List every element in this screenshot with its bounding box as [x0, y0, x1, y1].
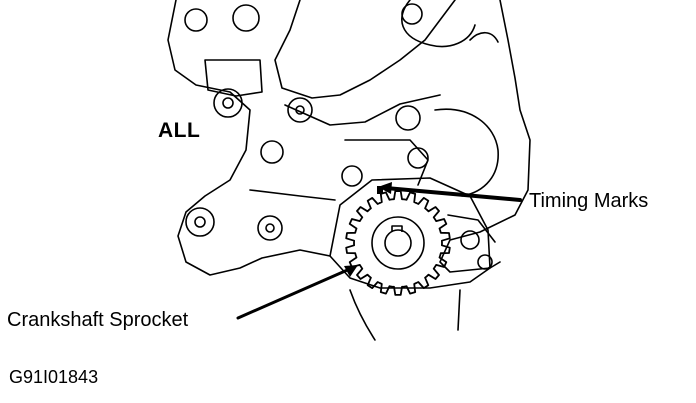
lower-cover-edge	[349, 289, 376, 341]
bolt-boss	[287, 97, 313, 123]
crankshaft-sprocket	[345, 186, 451, 296]
sprocket-hub	[371, 216, 425, 270]
bolt-boss-inner	[194, 216, 206, 228]
timing-mark-notch	[377, 186, 383, 194]
bolt-boss	[341, 165, 363, 187]
bolt-boss-inner	[222, 97, 234, 109]
casting-detail-7	[434, 108, 499, 197]
bolt-boss	[184, 8, 208, 32]
bolt-boss-inner	[265, 223, 275, 233]
figure-code: G91I01843	[9, 367, 99, 387]
leader-lines	[236, 182, 522, 320]
block-outline-right	[439, 0, 531, 273]
bolt-boss-inner	[295, 105, 305, 115]
region-label: ALL	[158, 119, 201, 142]
sprocket-teeth	[345, 190, 451, 296]
sprocket-bore	[384, 229, 412, 257]
bolt-boss	[407, 147, 429, 169]
casting-detail-4	[284, 94, 441, 126]
casting-detail-9	[469, 31, 499, 43]
crankshaft-arrowhead	[344, 265, 358, 277]
casting-detail-8	[447, 214, 496, 243]
bolt-boss	[395, 105, 421, 131]
casting-detail-5	[344, 139, 429, 186]
timing-marks-label: Timing Marks	[529, 190, 649, 212]
lower-cover-edge-2	[457, 289, 461, 331]
casting-detail-1	[274, 0, 456, 99]
bolt-boss	[260, 140, 284, 164]
timing-marks-arrowhead	[378, 182, 392, 194]
bolt-boss	[460, 230, 480, 250]
bolt-boss	[185, 207, 215, 237]
bolt-boss	[213, 88, 243, 118]
casting-detail-6	[249, 189, 336, 201]
crankshaft-leader	[236, 266, 354, 320]
sprocket-keyway	[391, 225, 403, 232]
bolt-boss	[257, 215, 283, 241]
block-outline-left	[167, 0, 331, 276]
timing-marks-leader	[384, 186, 522, 202]
crankshaft-sprocket-label: Crankshaft Sprocket	[7, 309, 189, 331]
bolt-boss	[477, 254, 493, 270]
bolt-boss	[232, 4, 260, 32]
casting-detail-2	[204, 59, 263, 97]
bolt-boss	[401, 3, 423, 25]
